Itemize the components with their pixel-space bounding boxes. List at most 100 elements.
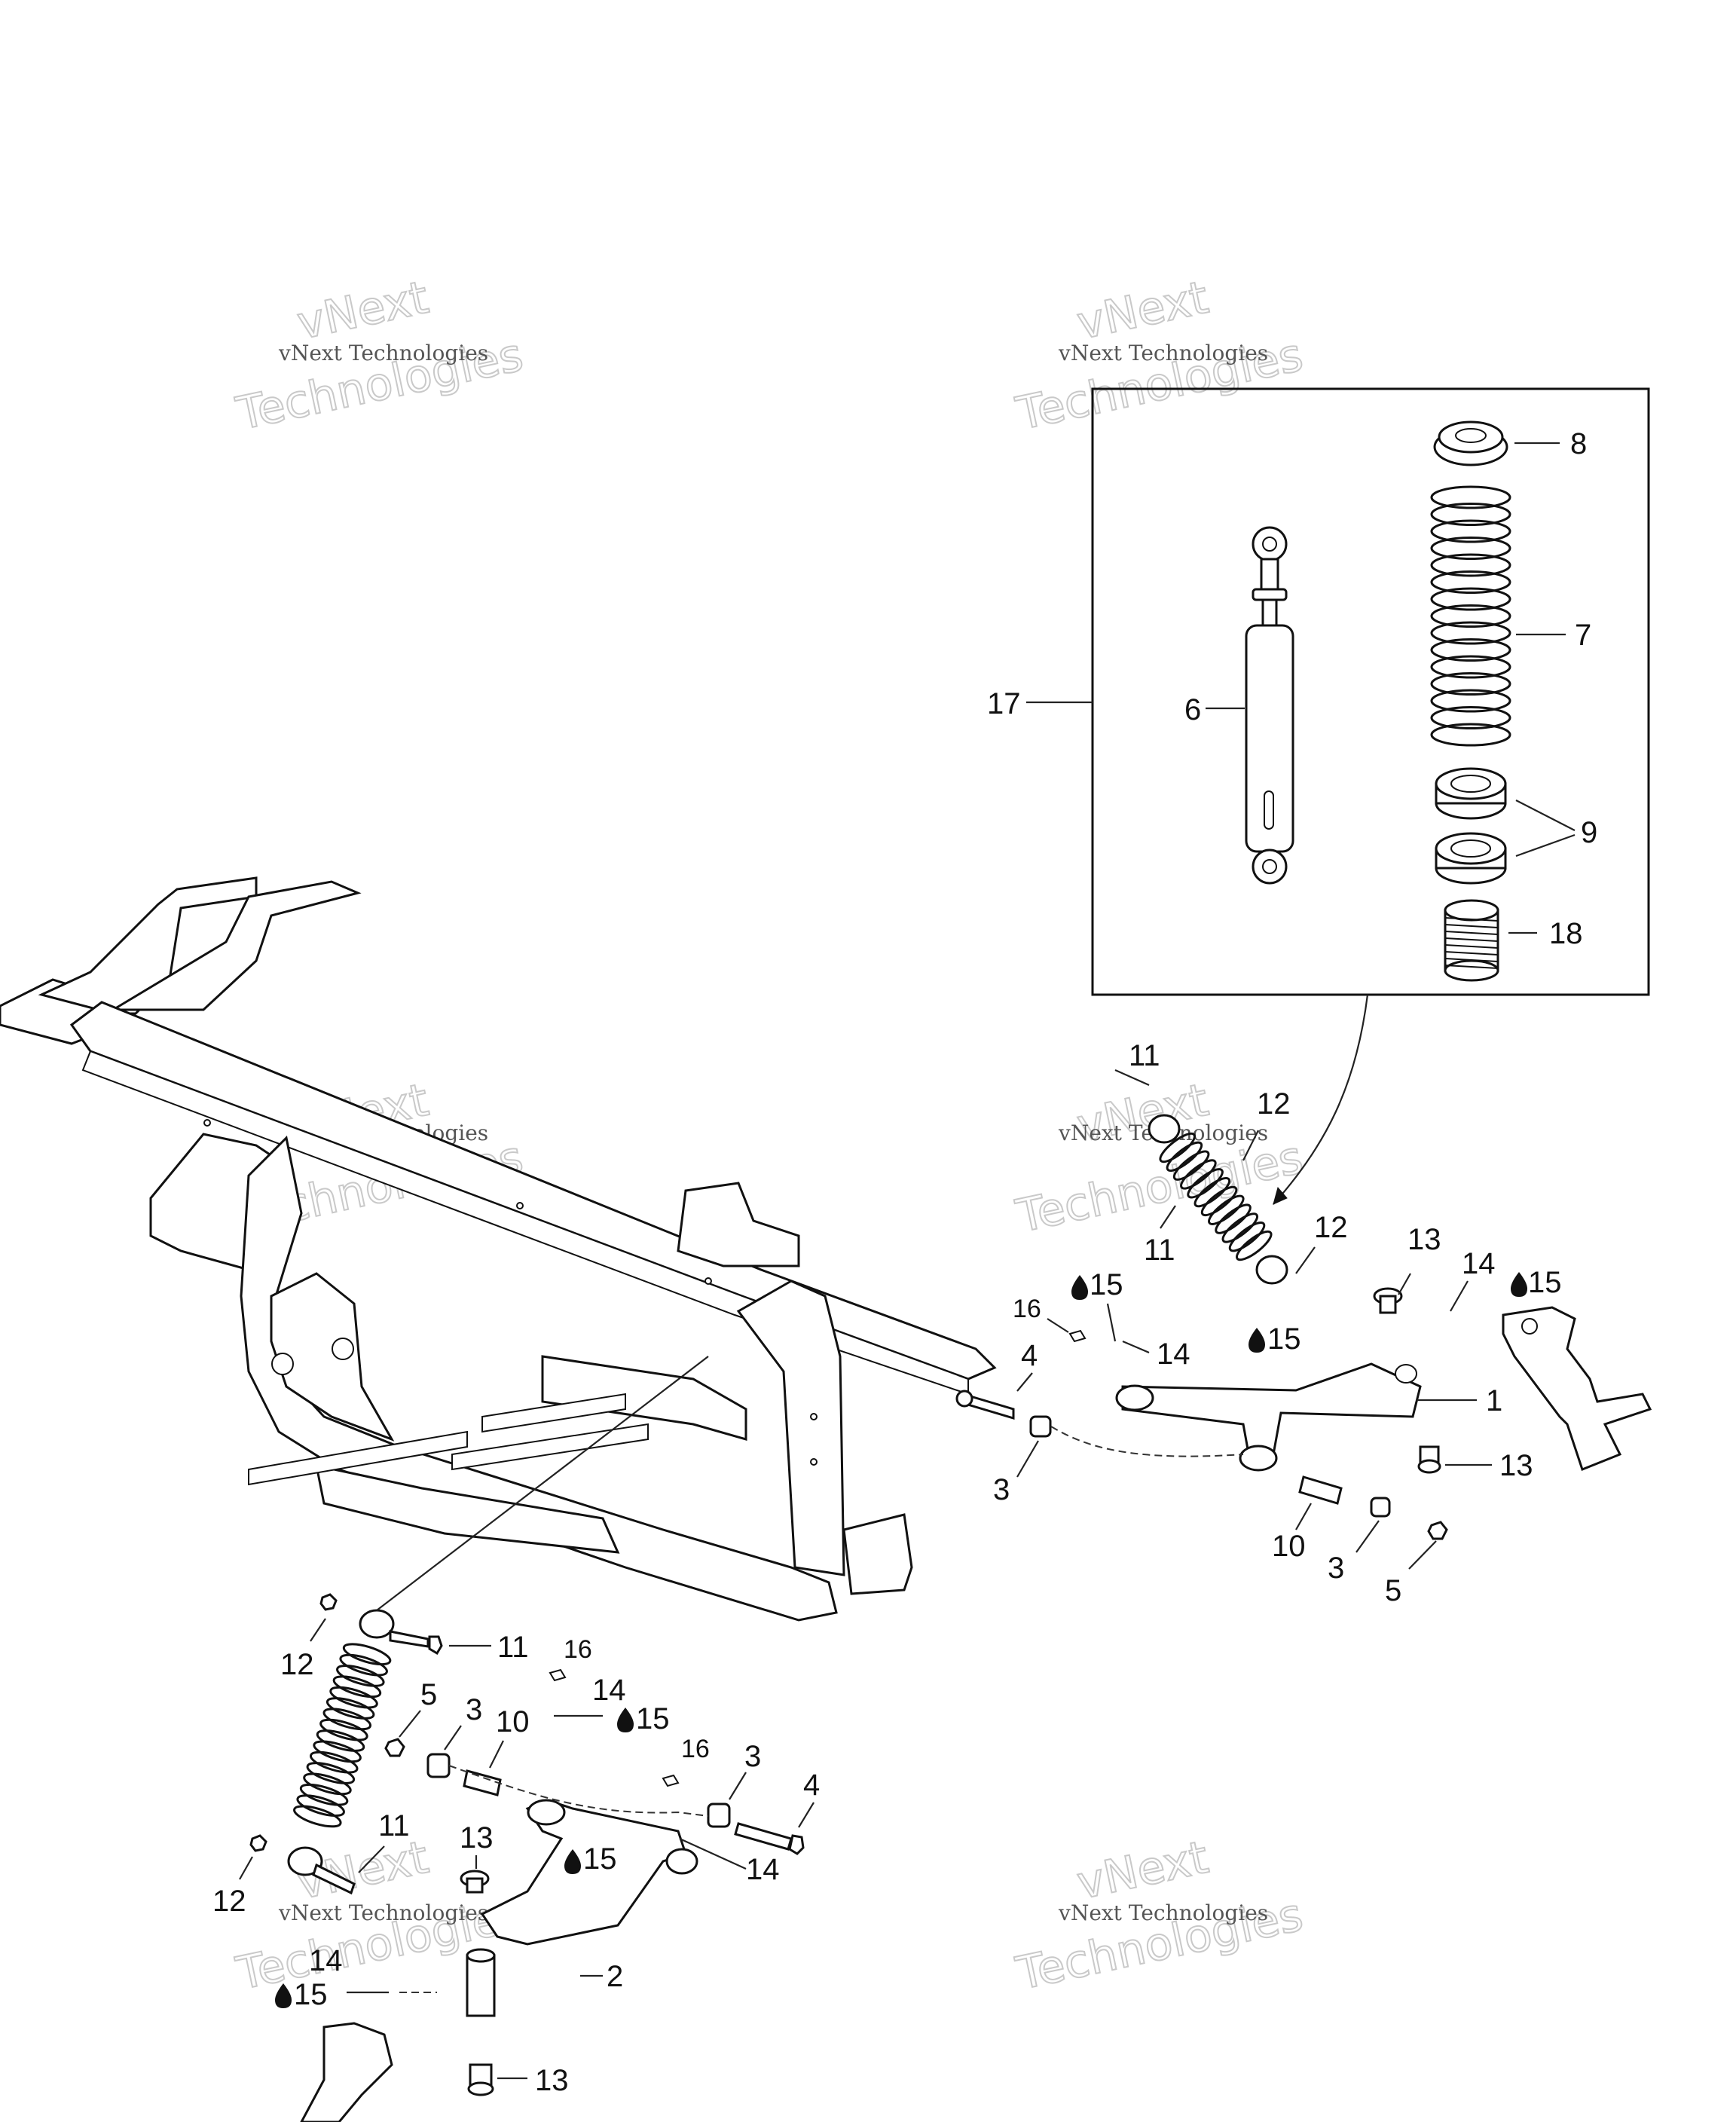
bolt-11-left-lower-part: [312, 1863, 356, 1895]
coil-turn: [1430, 587, 1511, 611]
nut-5-right-part: [1427, 1521, 1448, 1540]
sleeve-10-right-part: [1298, 1475, 1343, 1505]
watermark-top-left: vNext Technologies vNext Technologies: [231, 271, 529, 442]
shock-kit-box: [1091, 387, 1650, 996]
steering-knuckle-right-part: [1502, 1306, 1652, 1471]
bushing-3-left-b-part: [707, 1802, 731, 1828]
coil-turn: [1208, 1194, 1245, 1225]
spindle-left-part: [466, 1948, 496, 2017]
coil-turn: [1430, 553, 1511, 577]
coil-turn: [1430, 519, 1511, 543]
thread-line: [1444, 965, 1499, 969]
callout-12-right-upper: 12: [1257, 1087, 1291, 1121]
adjuster-nut-lower-part: [1435, 832, 1507, 885]
thread-line: [1444, 937, 1499, 942]
svg-text:vNext Technologies: vNext Technologies: [1058, 341, 1268, 365]
callout-16-right: 16: [1013, 1295, 1041, 1323]
coil-turn: [306, 1762, 356, 1784]
vehicle-frame-part: [0, 876, 997, 1622]
bushing-3-right-lower-part: [1370, 1497, 1391, 1518]
svg-text:vNext Technologies: vNext Technologies: [278, 1900, 488, 1925]
thread-line: [1444, 924, 1499, 928]
callout-15-right-b: 15: [1267, 1322, 1301, 1356]
callout-3-left-a: 3: [466, 1693, 482, 1726]
spring-seat-part: [1433, 420, 1508, 466]
coil-turn: [1159, 1132, 1196, 1163]
coil-turn: [309, 1750, 359, 1774]
coil-turn: [1430, 604, 1511, 628]
ball-joint-13-left-upper-part: [460, 1870, 490, 1894]
callout-6: 6: [1184, 693, 1201, 726]
coil-spring-part: [1430, 485, 1511, 747]
svg-text:vNext Technologies: vNext Technologies: [1058, 1900, 1268, 1925]
callout-1: 1: [1486, 1384, 1502, 1417]
callout-15-right-c: 15: [1528, 1266, 1562, 1299]
callout-3-right-lower: 3: [1328, 1552, 1344, 1585]
thread-line: [1444, 958, 1499, 962]
grease-drop-icon: [1511, 1272, 1527, 1297]
thread-line: [1444, 917, 1499, 922]
callout-15-left-mid: 15: [583, 1842, 617, 1876]
coil-turn: [1430, 655, 1511, 679]
callout-7: 7: [1575, 619, 1591, 652]
watermark-bottom-right: vNext Technologies vNext Technologies: [1011, 1830, 1309, 2001]
coil-turn: [1166, 1141, 1203, 1172]
nut-5-left-part: [384, 1738, 405, 1757]
callout-15-right-a: 15: [1090, 1268, 1123, 1301]
thread-line: [1444, 944, 1499, 949]
ball-joint-13-left-lower-part: [467, 2063, 494, 2096]
threaded-sleeve-part: [1444, 899, 1499, 982]
grease-drop-icon: [1071, 1275, 1088, 1300]
callout-18: 18: [1549, 917, 1583, 950]
coil-turn: [1200, 1185, 1238, 1217]
coil-turn: [319, 1718, 368, 1741]
svg-text:vNext: vNext: [1073, 271, 1213, 350]
callout-10-right: 10: [1272, 1530, 1306, 1563]
coil-turn: [1194, 1176, 1231, 1208]
callout-3-right-upper: 3: [993, 1473, 1010, 1506]
sleeve-10-left-part: [463, 1769, 502, 1796]
callout-12-left-upper: 12: [280, 1648, 314, 1681]
grease-drop-icon: [1249, 1328, 1265, 1353]
coil-turn: [336, 1665, 385, 1687]
assembled-shock-right: [1148, 1114, 1288, 1285]
callout-3-left-b: 3: [744, 1740, 761, 1773]
thread-line: [1444, 951, 1499, 956]
nut-12-left-upper-part: [319, 1593, 338, 1611]
adjuster-nut-upper-part: [1435, 767, 1507, 820]
ball-joint-13-right-upper-part: [1373, 1287, 1403, 1314]
callout-13-left-upper: 13: [460, 1821, 494, 1854]
coil-turn: [1215, 1203, 1252, 1234]
coil-turn: [1430, 706, 1511, 729]
coil-turn: [1228, 1222, 1266, 1252]
callout-12-right-lower: 12: [1314, 1211, 1348, 1244]
grease-fitting-16-right-part: [1068, 1329, 1087, 1343]
coil-turn: [329, 1686, 378, 1709]
callout-15-left-upper: 15: [636, 1702, 670, 1735]
coil-turn: [1430, 570, 1511, 594]
callout-13-right-lower: 13: [1499, 1449, 1533, 1482]
coil-turn: [332, 1675, 382, 1699]
coil-turn: [342, 1643, 392, 1666]
coil-turn: [1430, 672, 1511, 696]
svg-text:vNext: vNext: [1073, 1831, 1213, 1910]
grease-fitting-16-left-upper-part: [549, 1668, 567, 1682]
callout-14-left-mid: 14: [746, 1853, 780, 1886]
callout-17: 17: [987, 687, 1021, 720]
svg-text:vNext Technologies: vNext Technologies: [278, 341, 488, 365]
callout-12-left-lower: 12: [212, 1885, 246, 1918]
coil-turn: [299, 1783, 349, 1806]
coil-turn: [1430, 503, 1511, 526]
coil-turn: [1430, 621, 1511, 645]
coil-turn: [316, 1729, 365, 1752]
callout-9: 9: [1581, 816, 1597, 849]
steering-knuckle-left-part: [300, 2022, 393, 2122]
coil-turn: [1430, 537, 1511, 560]
coil-turn: [1187, 1168, 1224, 1199]
coil-turn: [1180, 1159, 1217, 1190]
coil-turn: [1236, 1230, 1273, 1261]
nut-12-left-lower-part: [249, 1834, 267, 1852]
coil-turn: [1430, 723, 1511, 747]
coil-turn: [322, 1708, 372, 1731]
